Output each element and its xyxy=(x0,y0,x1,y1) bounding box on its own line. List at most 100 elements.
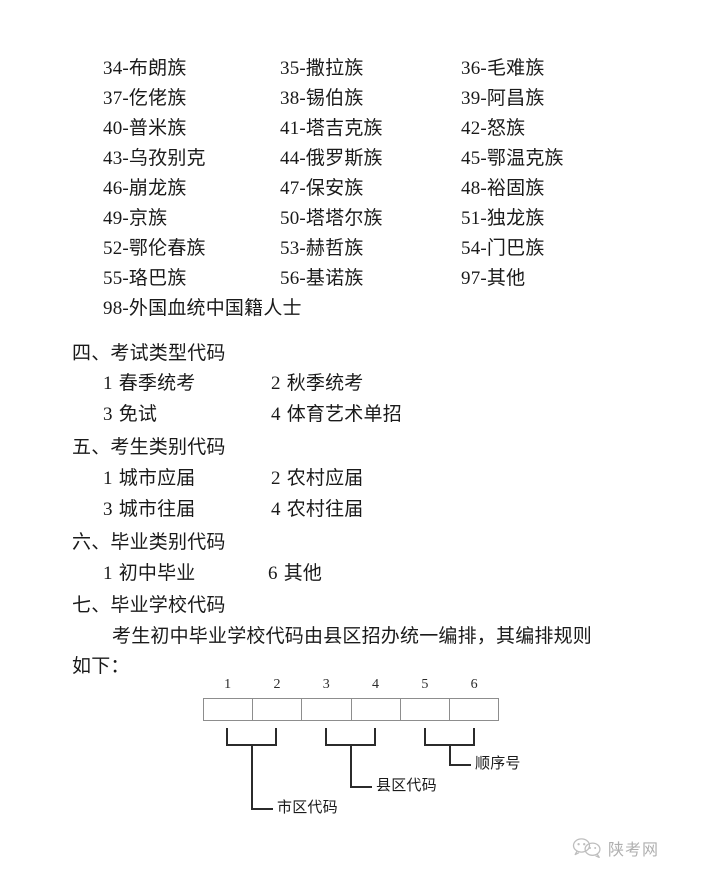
option-label: 初中毕业 xyxy=(118,563,196,584)
watermark: 陕考网 xyxy=(572,833,714,867)
diagram-label-city: 市区代码 xyxy=(277,800,338,816)
code-cell xyxy=(204,699,254,720)
bracket-tick-right-county xyxy=(374,728,376,746)
ethnicity-code-item: 52-鄂伦春族 xyxy=(103,238,206,259)
school-code-structure-diagram: 1 2 3 4 5 6 市区代码 县区代码 xyxy=(0,675,722,835)
option-label: 城市应届 xyxy=(118,468,196,489)
watermark-text: 陕考网 xyxy=(608,840,660,859)
bracket-tick-right-sequence xyxy=(473,728,475,746)
option-number: 3 xyxy=(103,499,113,520)
bracket-tick-right-city xyxy=(275,728,277,746)
ethnicity-code-item: 42-怒族 xyxy=(461,118,526,139)
ethnicity-code-item: 38-锡伯族 xyxy=(280,88,364,109)
ethnicity-code-item: 49-京族 xyxy=(103,208,168,229)
section-heading-school-code: 七、毕业学校代码 xyxy=(72,595,226,616)
code-cell xyxy=(253,699,303,720)
bracket-tick-left-sequence xyxy=(424,728,426,746)
bracket-drop-county xyxy=(350,744,352,788)
table-row: 43-乌孜别克 44-俄罗斯族 45-鄂温克族 xyxy=(103,144,663,174)
bracket-tick-left-city xyxy=(226,728,228,746)
digit-position-labels: 1 2 3 4 5 6 xyxy=(203,675,499,695)
ethnicity-code-item: 51-独龙族 xyxy=(461,208,545,229)
ethnicity-code-item: 47-保安族 xyxy=(280,178,364,199)
ethnicity-code-item: 97-其他 xyxy=(461,268,526,289)
ethnicity-code-list: 34-布朗族 35-撒拉族 36-毛难族 37-仡佬族 38-锡伯族 39-阿昌… xyxy=(103,54,663,324)
ethnicity-code-item: 98-外国血统中国籍人士 xyxy=(103,298,302,319)
option-number: 4 xyxy=(271,404,281,425)
option-label: 体育艺术单招 xyxy=(286,404,402,425)
ethnicity-code-item: 37-仡佬族 xyxy=(103,88,187,109)
digit-position-label: 5 xyxy=(421,677,429,692)
ethnicity-code-item: 44-俄罗斯族 xyxy=(280,148,383,169)
option-label: 秋季统考 xyxy=(286,373,364,394)
ethnicity-code-item: 36-毛难族 xyxy=(461,58,545,79)
ethnicity-code-item: 45-鄂温克族 xyxy=(461,148,564,169)
paragraph-line: 考生初中毕业学校代码由县区招办统一编排，其编排规则 xyxy=(112,626,593,647)
diagram-label-sequence: 顺序号 xyxy=(475,756,521,772)
table-row: 52-鄂伦春族 53-赫哲族 54-门巴族 xyxy=(103,234,663,264)
bracket-leader-sequence xyxy=(449,764,471,766)
option-label: 免试 xyxy=(118,404,158,425)
diagram-label-county: 县区代码 xyxy=(376,778,437,794)
option-label: 其他 xyxy=(283,563,323,584)
option-label: 农村往届 xyxy=(286,499,364,520)
bracket-leader-county xyxy=(350,786,372,788)
bracket-drop-city xyxy=(251,744,253,810)
table-row: 98-外国血统中国籍人士 xyxy=(103,294,663,324)
table-row: 49-京族 50-塔塔尔族 51-独龙族 xyxy=(103,204,663,234)
option-number: 2 xyxy=(271,373,281,394)
option-number: 1 xyxy=(103,563,113,584)
digit-position-label: 4 xyxy=(372,677,380,692)
digit-position-label: 3 xyxy=(322,677,330,692)
table-row: 46-崩龙族 47-保安族 48-裕固族 xyxy=(103,174,663,204)
option-label: 农村应届 xyxy=(286,468,364,489)
paragraph-line: 如下： xyxy=(72,656,130,677)
option-number: 1 xyxy=(103,468,113,489)
ethnicity-code-item: 41-塔吉克族 xyxy=(280,118,383,139)
ethnicity-code-item: 40-普米族 xyxy=(103,118,187,139)
ethnicity-code-item: 48-裕固族 xyxy=(461,178,545,199)
code-box xyxy=(203,698,499,721)
digit-position-label: 1 xyxy=(224,677,232,692)
option-number: 1 xyxy=(103,373,113,394)
bracket-leader-city xyxy=(251,808,273,810)
bracket-drop-sequence xyxy=(449,744,451,766)
ethnicity-code-item: 43-乌孜别克 xyxy=(103,148,206,169)
option-number: 4 xyxy=(271,499,281,520)
ethnicity-code-item: 56-基诺族 xyxy=(280,268,364,289)
ethnicity-code-item: 55-珞巴族 xyxy=(103,268,187,289)
option-label: 春季统考 xyxy=(118,373,196,394)
code-cell xyxy=(401,699,450,720)
section-heading-candidate-type: 五、考生类别代码 xyxy=(72,437,226,458)
bracket-tick-left-county xyxy=(325,728,327,746)
option-label: 城市往届 xyxy=(118,499,196,520)
table-row: 55-珞巴族 56-基诺族 97-其他 xyxy=(103,264,663,294)
table-row: 37-仡佬族 38-锡伯族 39-阿昌族 xyxy=(103,84,663,114)
digit-position-label: 2 xyxy=(273,677,281,692)
table-row: 40-普米族 41-塔吉克族 42-怒族 xyxy=(103,114,663,144)
ethnicity-code-item: 50-塔塔尔族 xyxy=(280,208,383,229)
section-heading-exam-type: 四、考试类型代码 xyxy=(72,343,226,364)
table-row: 34-布朗族 35-撒拉族 36-毛难族 xyxy=(103,54,663,84)
digit-position-label: 6 xyxy=(470,677,478,692)
ethnicity-code-item: 46-崩龙族 xyxy=(103,178,187,199)
ethnicity-code-item: 34-布朗族 xyxy=(103,58,187,79)
ethnicity-code-item: 39-阿昌族 xyxy=(461,88,545,109)
option-number: 2 xyxy=(271,468,281,489)
code-cell xyxy=(450,699,498,720)
option-number: 3 xyxy=(103,404,113,425)
code-cell xyxy=(352,699,401,720)
section-heading-graduation-type: 六、毕业类别代码 xyxy=(72,532,226,553)
ethnicity-code-item: 54-门巴族 xyxy=(461,238,545,259)
option-number: 6 xyxy=(268,563,278,584)
